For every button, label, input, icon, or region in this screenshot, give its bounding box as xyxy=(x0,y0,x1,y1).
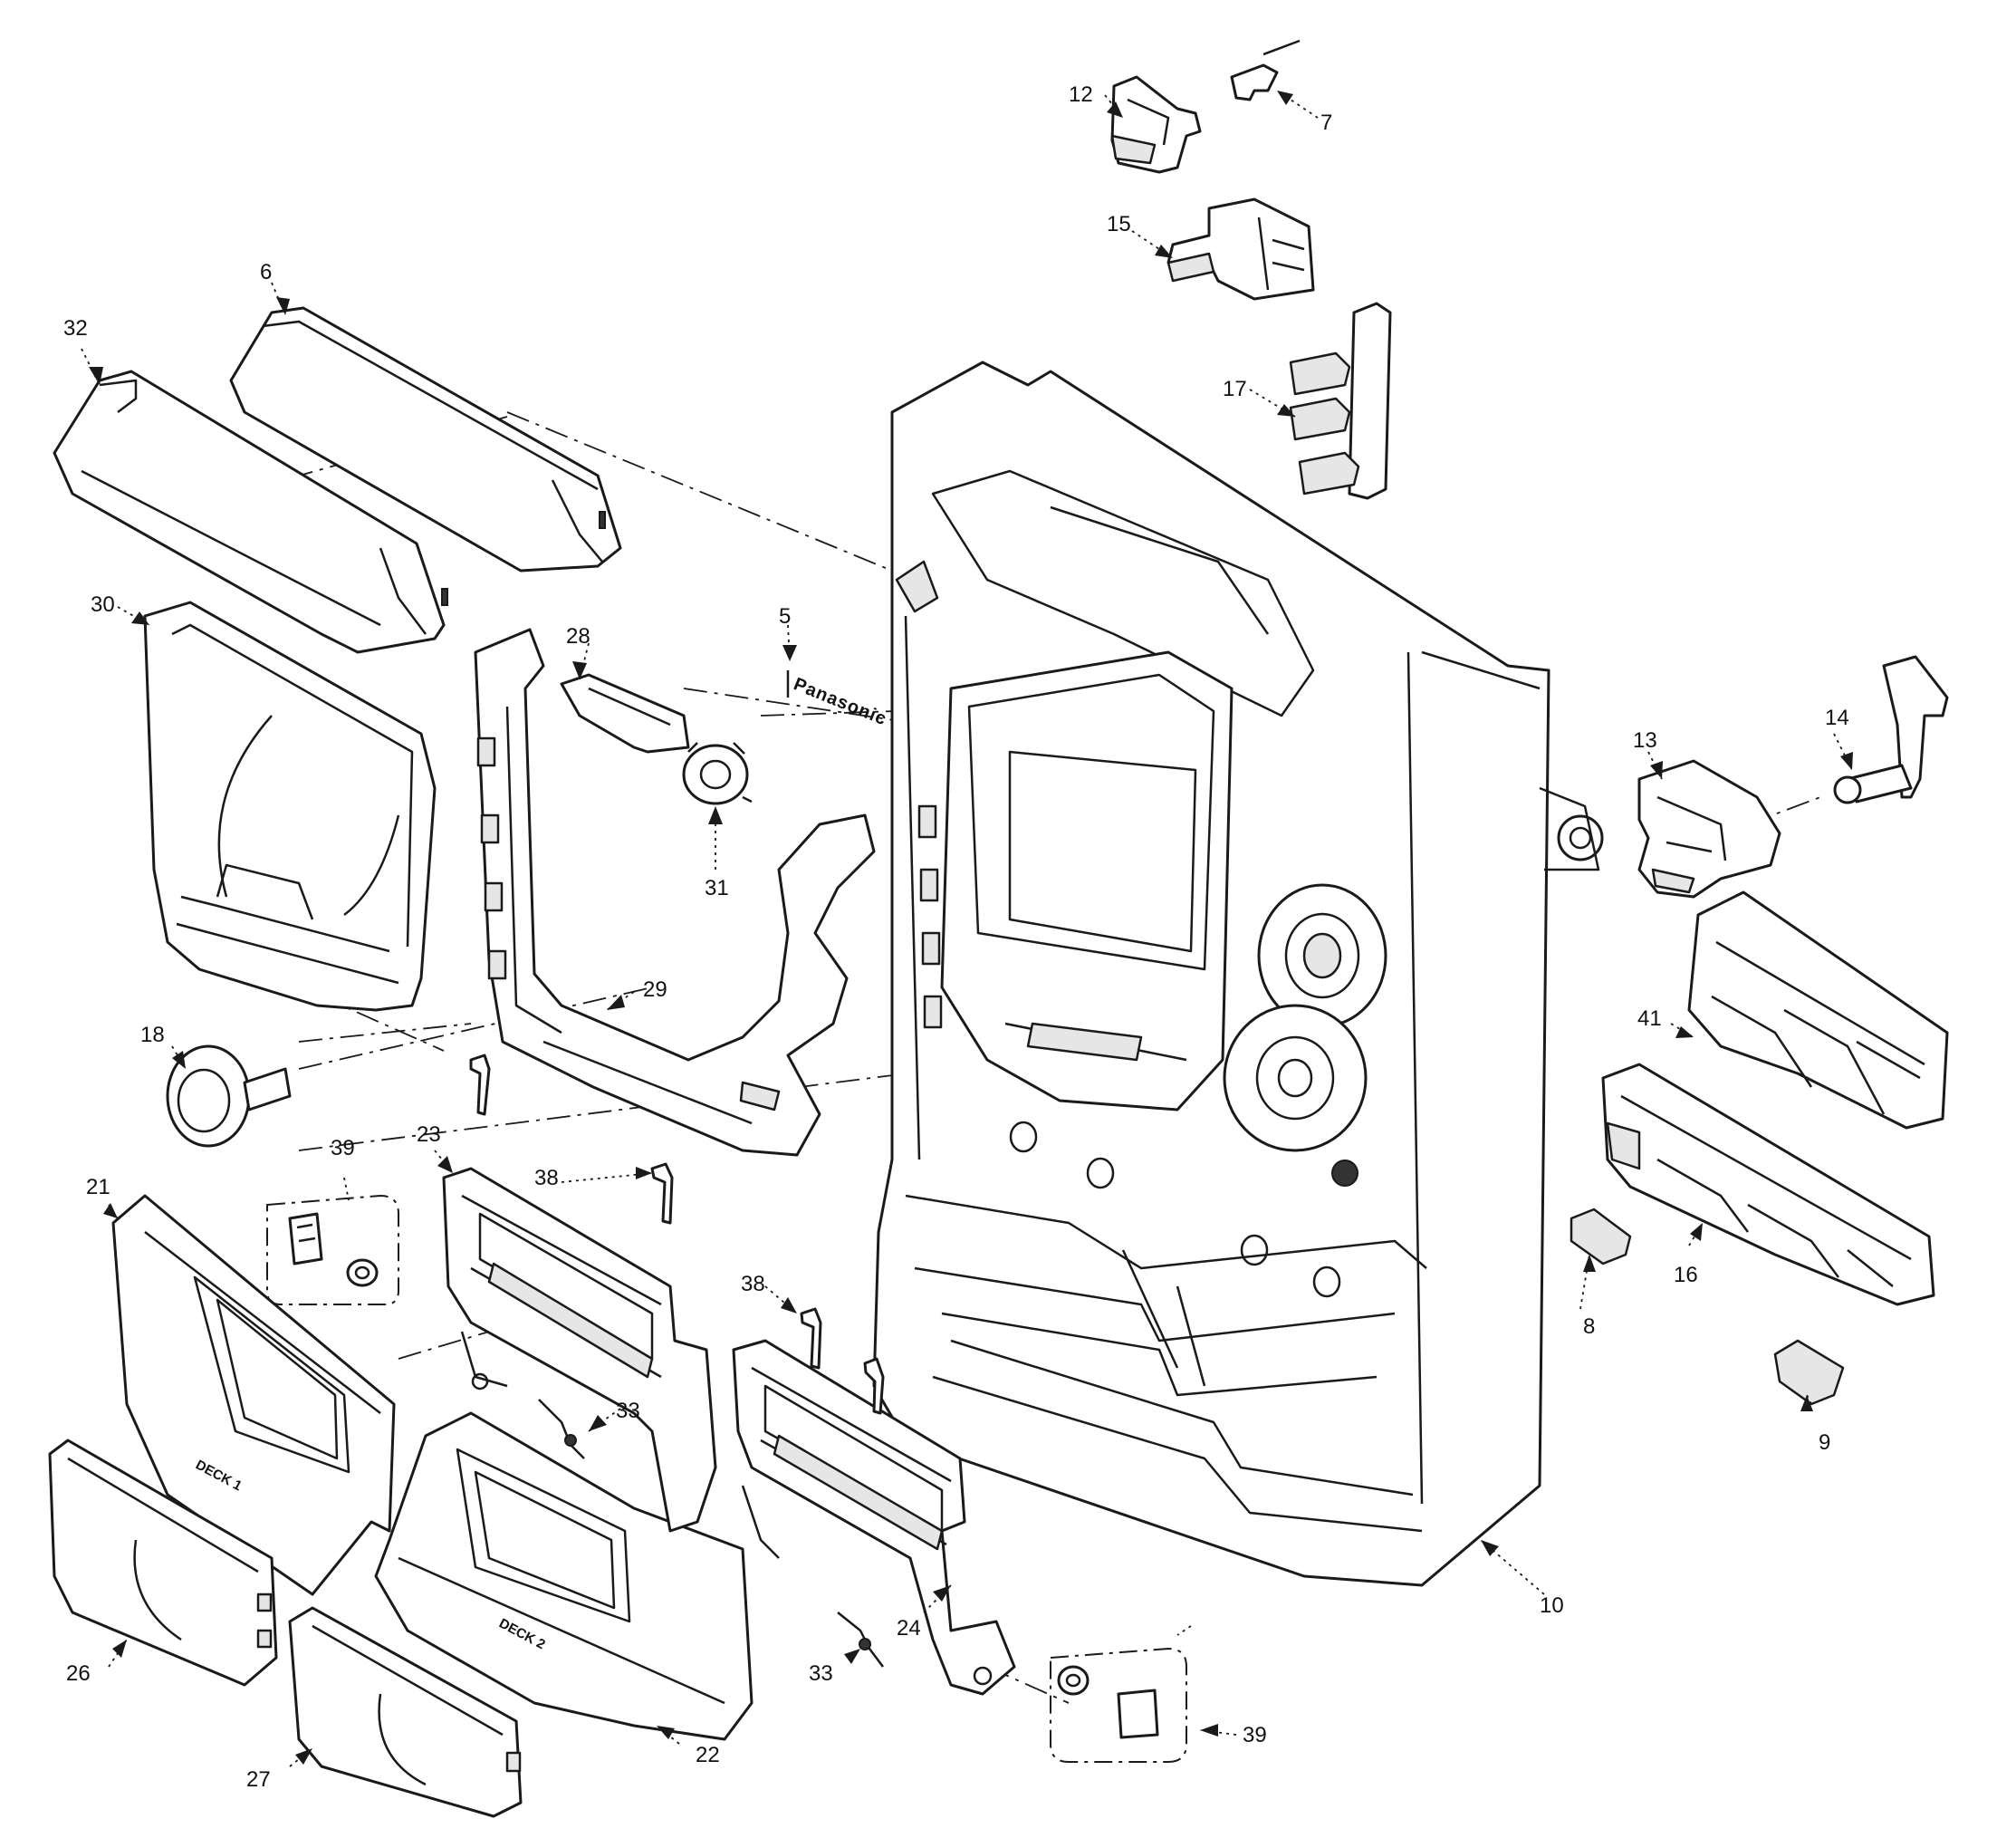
callout-13: 13 xyxy=(1633,728,1657,753)
callout-21: 21 xyxy=(86,1175,110,1199)
callout-33a: 33 xyxy=(616,1399,640,1423)
part-26-deck-1-door xyxy=(48,1439,278,1687)
callout-8: 8 xyxy=(1583,1314,1595,1339)
brand-badge-text: Panasonic xyxy=(791,674,889,729)
callout-22: 22 xyxy=(696,1743,720,1767)
part-33-springs xyxy=(538,1399,884,1668)
part-5-brand-badge: Panasonic xyxy=(786,670,889,729)
part-38-levers xyxy=(469,1054,885,1415)
callout-labels: 32 6 30 28 5 31 29 18 23 38 39 21 33 38 … xyxy=(63,82,1849,1792)
callout-17: 17 xyxy=(1223,377,1247,401)
part-6-top-panel-rear xyxy=(229,306,622,573)
callout-24: 24 xyxy=(897,1616,921,1641)
callout-9: 9 xyxy=(1819,1430,1830,1455)
callout-5: 5 xyxy=(779,604,791,629)
part-8-small-button xyxy=(1570,1208,1632,1265)
callout-27: 27 xyxy=(246,1767,271,1792)
callout-6: 6 xyxy=(260,260,272,284)
part-27-deck-2-door xyxy=(288,1606,523,1818)
part-39-group-right xyxy=(1050,1647,1187,1763)
part-17-button-block xyxy=(1289,302,1392,500)
part-13-switch-holder xyxy=(1637,759,1781,899)
callout-10: 10 xyxy=(1540,1593,1564,1618)
callout-39b: 39 xyxy=(1243,1723,1267,1747)
part-30-cd-door xyxy=(143,601,437,1012)
callout-15: 15 xyxy=(1107,212,1131,236)
part-18-knob xyxy=(166,1044,292,1148)
part-9-small-clip xyxy=(1773,1339,1845,1406)
part-10-front-cabinet xyxy=(872,361,1604,1587)
callout-28: 28 xyxy=(566,624,590,649)
callout-12: 12 xyxy=(1069,82,1093,107)
callout-29: 29 xyxy=(643,977,667,1002)
part-29-front-bezel xyxy=(474,628,876,1157)
arrowheads xyxy=(89,91,1853,1765)
callout-31: 31 xyxy=(705,876,729,900)
part-16-button-row-lower xyxy=(1601,1063,1935,1306)
callout-23: 23 xyxy=(417,1122,441,1147)
part-12-switch-bracket xyxy=(1110,75,1202,174)
callout-39a: 39 xyxy=(331,1136,355,1160)
part-41-button-row xyxy=(1687,890,1949,1130)
part-23-deck-1-frame xyxy=(442,1167,717,1533)
callout-16: 16 xyxy=(1674,1263,1698,1287)
callout-30: 30 xyxy=(91,592,115,617)
callout-26: 26 xyxy=(66,1661,91,1686)
part-14-lever-arm xyxy=(1833,655,1949,804)
part-39-group-left xyxy=(266,1194,399,1305)
part-22-deck-2-panel: DECK 2 xyxy=(374,1411,754,1741)
callout-7: 7 xyxy=(1320,111,1332,135)
callout-41: 41 xyxy=(1637,1006,1662,1031)
part-15-slide-block xyxy=(1166,197,1315,301)
part-21-deck-1-panel: DECK 1 xyxy=(111,1194,396,1596)
callout-32: 32 xyxy=(63,316,88,341)
callout-38a: 38 xyxy=(534,1166,559,1190)
part-24-deck-2-frame xyxy=(732,1339,1016,1696)
callout-14: 14 xyxy=(1825,706,1849,730)
callout-33b: 33 xyxy=(809,1661,833,1686)
callout-38b: 38 xyxy=(741,1272,765,1296)
part-7-pin xyxy=(1230,39,1301,101)
part-31-ring-holder xyxy=(682,742,753,805)
part-32-top-panel-front xyxy=(53,370,448,654)
part-28-lid xyxy=(560,673,690,754)
callout-18: 18 xyxy=(140,1023,165,1047)
